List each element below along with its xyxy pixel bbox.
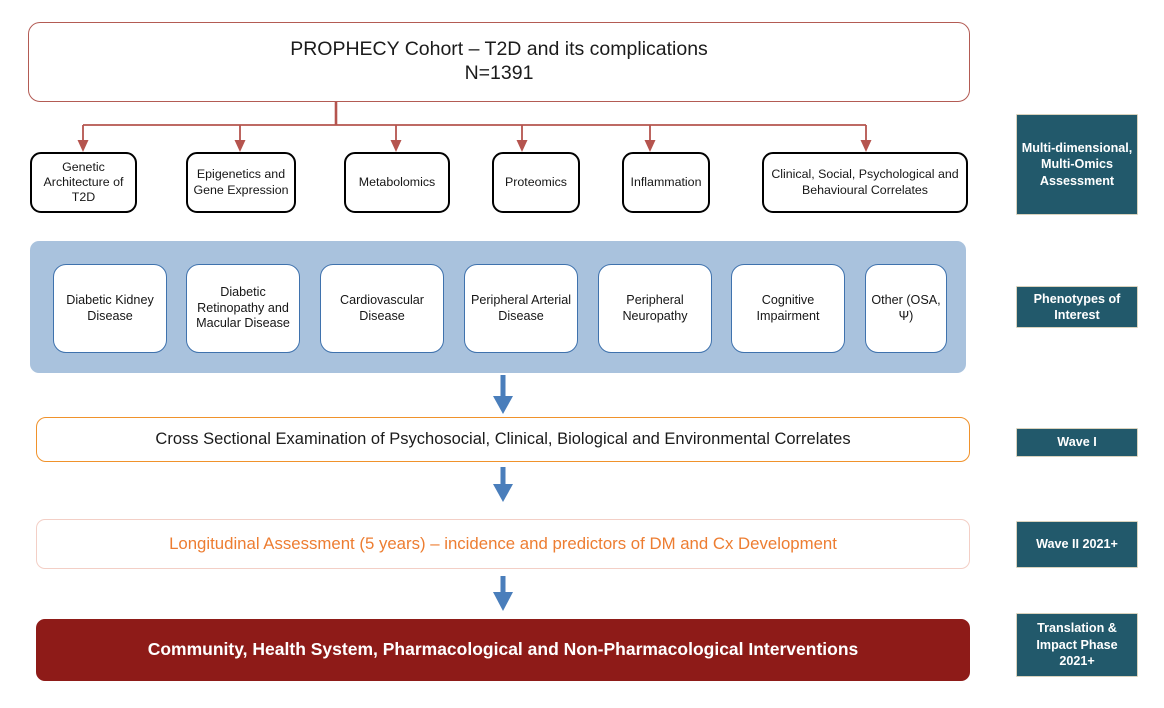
phenotype-box-peripheral-neuropathy: Peripheral Neuropathy bbox=[598, 264, 712, 353]
phenotype-label: Cognitive Impairment bbox=[756, 293, 820, 323]
omics-box-genetic-architecture: Genetic Architecture of T2D bbox=[30, 152, 137, 213]
phenotype-label: Cardiovascular Disease bbox=[340, 293, 424, 323]
omics-box-proteomics: Proteomics bbox=[492, 152, 580, 213]
phase-label-text: Wave I bbox=[1057, 435, 1097, 450]
cohort-sample-size: N=1391 bbox=[464, 62, 534, 84]
omics-label: Metabolomics bbox=[358, 174, 436, 189]
omics-label: Proteomics bbox=[505, 174, 567, 189]
intervention-box: Community, Health System, Pharmacologica… bbox=[36, 619, 970, 681]
omics-box-metabolomics: Metabolomics bbox=[344, 152, 450, 213]
intervention-label: Community, Health System, Pharmacologica… bbox=[147, 639, 859, 660]
phenotype-box-other: Other (OSA, Ψ) bbox=[865, 264, 947, 353]
wave1-label: Cross Sectional Examination of Psychosoc… bbox=[155, 430, 851, 449]
phenotype-label: Peripheral Arterial Disease bbox=[470, 293, 572, 323]
phenotype-label: Other (OSA, Ψ) bbox=[871, 293, 941, 323]
phenotype-box-diabetic-kidney-disease: Diabetic Kidney Disease bbox=[53, 264, 167, 353]
phenotype-label: Peripheral Neuropathy bbox=[622, 293, 688, 323]
wave2-box: Longitudinal Assessment (5 years) – inci… bbox=[36, 519, 970, 569]
phenotype-box-peripheral-arterial-disease: Peripheral Arterial Disease bbox=[464, 264, 578, 353]
omics-label: Clinical, Social, Psychological and Beha… bbox=[771, 167, 959, 197]
omics-box-epigenetics: Epigenetics and Gene Expression bbox=[186, 152, 296, 213]
omics-label: Inflammation bbox=[630, 174, 702, 189]
cohort-box: PROPHECY Cohort – T2D and its complicati… bbox=[28, 22, 970, 102]
phase-label-text: Translation & Impact Phase 2021+ bbox=[1036, 621, 1118, 669]
phenotype-box-cognitive-impairment: Cognitive Impairment bbox=[731, 264, 845, 353]
phase-label-translation: Translation & Impact Phase 2021+ bbox=[1016, 613, 1138, 677]
phenotype-label: Diabetic Retinopathy and Macular Disease bbox=[196, 285, 290, 331]
wave1-box: Cross Sectional Examination of Psychosoc… bbox=[36, 417, 970, 462]
phase-label-wave1: Wave I bbox=[1016, 428, 1138, 457]
phenotype-label: Diabetic Kidney Disease bbox=[66, 293, 154, 323]
phase-label-text: Multi-dimensional, Multi-Omics Assessmen… bbox=[1021, 140, 1133, 188]
cohort-title: PROPHECY Cohort – T2D and its complicati… bbox=[290, 38, 708, 61]
wave2-label: Longitudinal Assessment (5 years) – inci… bbox=[169, 533, 837, 553]
omics-label: Epigenetics and Gene Expression bbox=[193, 167, 289, 197]
phenotype-box-cardiovascular-disease: Cardiovascular Disease bbox=[320, 264, 444, 353]
phase-label-text: Phenotypes of Interest bbox=[1033, 291, 1121, 322]
omics-box-clinical-social: Clinical, Social, Psychological and Beha… bbox=[762, 152, 968, 213]
omics-label: Genetic Architecture of T2D bbox=[43, 159, 124, 205]
phase-label-phenotypes: Phenotypes of Interest bbox=[1016, 286, 1138, 328]
phase-label-multi-omics: Multi-dimensional, Multi-Omics Assessmen… bbox=[1016, 114, 1138, 215]
phase-label-text: Wave II 2021+ bbox=[1036, 537, 1118, 552]
phase-label-wave2: Wave II 2021+ bbox=[1016, 521, 1138, 568]
phenotype-box-diabetic-retinopathy: Diabetic Retinopathy and Macular Disease bbox=[186, 264, 300, 353]
omics-box-inflammation: Inflammation bbox=[622, 152, 710, 213]
